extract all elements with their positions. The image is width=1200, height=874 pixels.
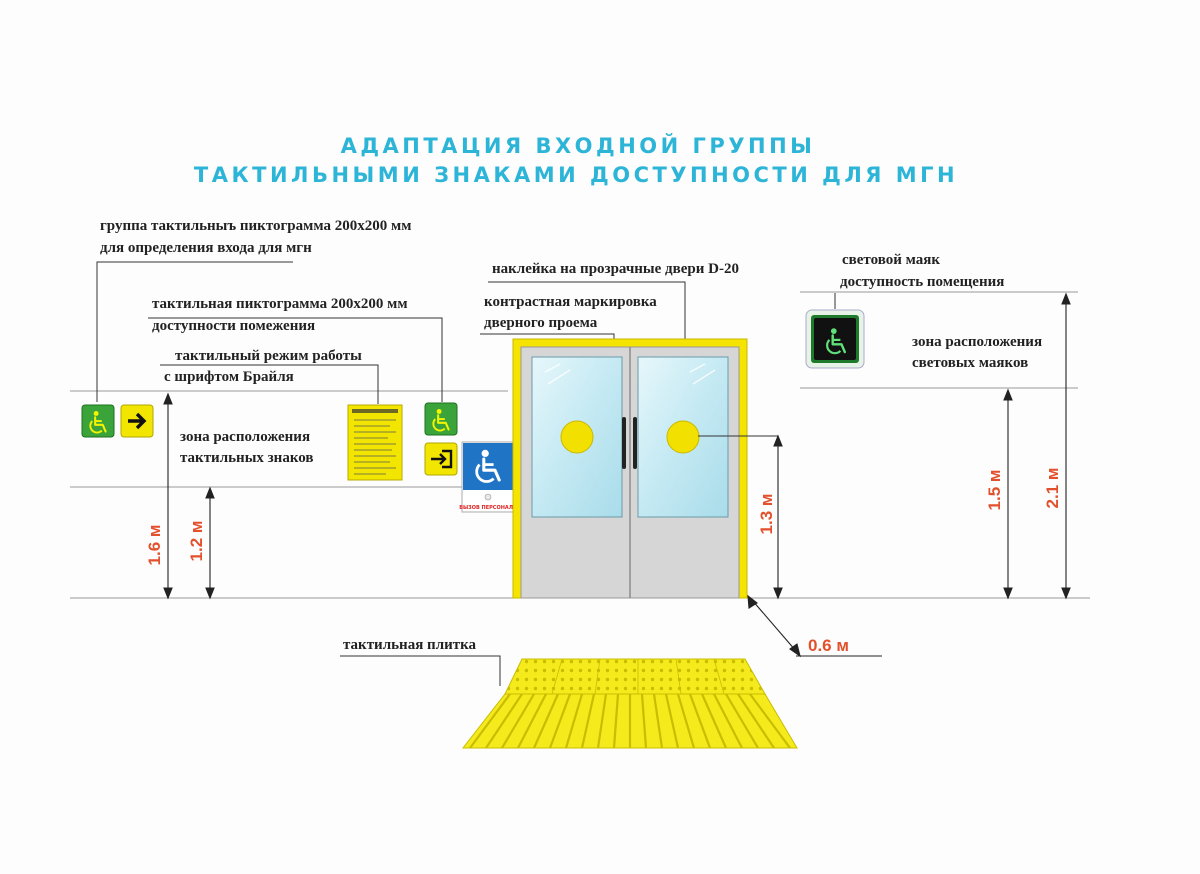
dimension-line-0-6 [747, 594, 882, 658]
entrance-icon [431, 449, 453, 469]
leader-group-pictograms [96, 261, 293, 402]
tactile-paving [461, 658, 798, 749]
tactile-sign-arrow [120, 404, 154, 438]
label-group-pictograms-line-2: для определения входа для мгн [100, 240, 312, 256]
title-line-2: ТАКТИЛЬНЫМИ ЗНАКАМИ ДОСТУПНОСТИ ДЛЯ МГН [194, 163, 958, 187]
door-handle-right[interactable] [633, 417, 637, 469]
dimension-2-1-label: 2.1 м [1043, 468, 1062, 509]
dimension-line-1-6 [163, 392, 173, 600]
dimension-0-6-label: 0.6 м [808, 636, 849, 655]
arrow-right-icon [128, 412, 147, 430]
label-zone-tactile-line-1: зона расположения [180, 429, 310, 445]
call-staff-panel[interactable]: ВЫЗОВ ПЕРСОНАЛА [459, 441, 517, 513]
dimension-line-2-1 [1061, 292, 1071, 600]
leader-tactile-tile [340, 655, 501, 686]
title-line-1: АДАПТАЦИЯ ВХОДНОЙ ГРУППЫ [341, 133, 816, 158]
label-beacon-line-2: доступность помещения [840, 274, 1004, 290]
label-zone-tactile-line-2: тактильных знаков [180, 450, 314, 466]
leader-tactile-pictogram [148, 317, 443, 402]
label-tactile-pictogram-line-1: тактильная пиктограмма 200х200 мм [152, 296, 408, 312]
entrance-door[interactable] [512, 338, 748, 599]
call-staff-label: ВЫЗОВ ПЕРСОНАЛА [459, 505, 517, 511]
dimension-1-3-label: 1.3 м [757, 494, 776, 535]
dimension-1-6-label: 1.6 м [145, 525, 164, 566]
tactile-sign-wheelchair [81, 404, 115, 438]
label-tactile-tile: тактильная плитка [343, 637, 477, 653]
label-contrast-line-2: дверного проема [484, 315, 598, 331]
label-contrast-line-1: контрастная маркировка [484, 294, 657, 310]
label-braille-line-1: тактильный режим работы [175, 348, 362, 364]
label-braille-line-2: с шрифтом Брайля [164, 369, 294, 385]
dimension-1-5-label: 1.5 м [985, 470, 1004, 511]
tactile-sign-entrance [424, 442, 458, 476]
label-sticker: наклейка на прозрачные двери D-20 [492, 261, 739, 277]
label-zone-beacon-line-2: световых маяков [912, 355, 1028, 371]
dimension-line-1-3 [773, 434, 783, 600]
door-sticker-left [560, 420, 594, 454]
light-beacon [805, 309, 865, 369]
leader-braille [160, 364, 379, 404]
dimension-1-2-label: 1.2 м [187, 521, 206, 562]
dimension-line-1-2 [205, 486, 215, 600]
tactile-pictogram-wheelchair [424, 402, 458, 436]
dimension-line-1-5 [1003, 388, 1013, 600]
label-zone-beacon-line-1: зона расположения [912, 334, 1042, 350]
label-beacon-line-1: световой маяк [842, 252, 940, 268]
label-group-pictograms-line-1: группа тактильныъ пиктограмма 200х200 мм [100, 218, 411, 234]
call-button[interactable] [484, 493, 492, 501]
braille-schedule-plate [347, 404, 403, 481]
label-tactile-pictogram-line-2: доступности помежения [152, 318, 315, 334]
door-sticker-right [666, 420, 700, 454]
door-handle-left[interactable] [622, 417, 626, 469]
